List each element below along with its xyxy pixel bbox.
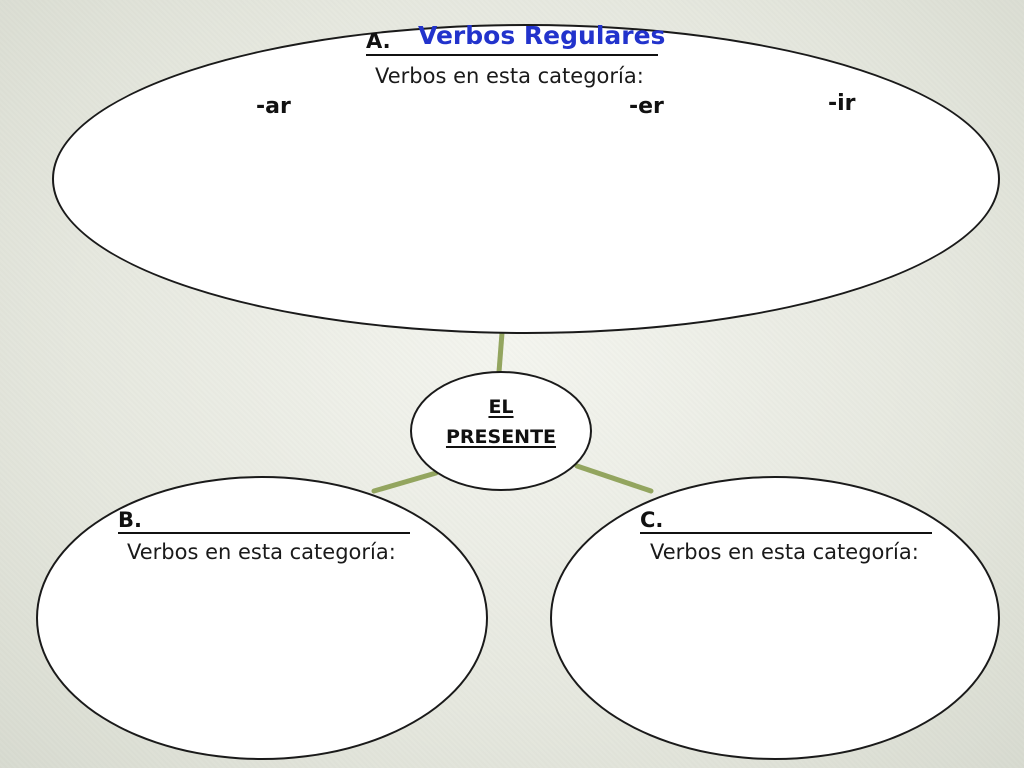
center-label: EL PRESENTE xyxy=(410,392,592,452)
blank-line-c xyxy=(640,532,932,534)
oval-c xyxy=(550,476,1000,760)
oval-a xyxy=(52,24,1000,334)
ending-ar: -ar xyxy=(256,94,291,119)
ending-ir: -ir xyxy=(828,91,856,116)
connector-b-center xyxy=(371,470,439,494)
center-label-line1: EL xyxy=(488,396,514,418)
title-verbos-regulares: Verbos Regulares xyxy=(418,21,666,50)
blank-line-b xyxy=(118,532,410,534)
blank-line-a xyxy=(366,54,658,56)
ending-er: -er xyxy=(629,94,664,119)
label-a-letter: A. xyxy=(366,29,391,53)
category-text-a: Verbos en esta categoría: xyxy=(375,64,644,88)
connector-c-center xyxy=(574,463,654,494)
label-c-letter: C. xyxy=(640,508,664,532)
oval-center xyxy=(410,371,592,491)
category-text-c: Verbos en esta categoría: xyxy=(650,540,919,564)
label-b-letter: B. xyxy=(118,508,142,532)
center-label-line2: PRESENTE xyxy=(445,426,557,448)
connector-a-center xyxy=(496,330,505,375)
oval-b xyxy=(36,476,488,760)
category-text-b: Verbos en esta categoría: xyxy=(127,540,396,564)
